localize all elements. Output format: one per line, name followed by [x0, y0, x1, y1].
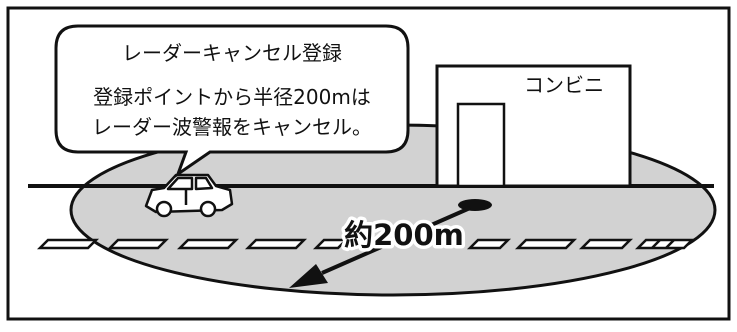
radius-label-outline: 約200m [344, 218, 464, 252]
lane-dash [634, 238, 696, 250]
callout-bubble [54, 24, 410, 178]
lane-dash [244, 238, 308, 250]
car-icon [144, 173, 234, 218]
lane-markings [36, 238, 696, 250]
lane-dash [36, 238, 100, 250]
lane-dash [514, 238, 578, 250]
callout-title: レーダーキャンセル登録 [122, 41, 342, 65]
callout-line-2: レーダー波警報をキャンセル。 [92, 115, 372, 139]
lane-dash [176, 238, 240, 250]
lane-dash [578, 238, 634, 250]
lane-dash [312, 238, 350, 250]
store-label: コンビニ [524, 73, 604, 97]
convenience-store-icon [435, 64, 632, 188]
callout-line-1: 登録ポイントから半径200mは [93, 85, 371, 109]
radius-label: 約200m [344, 218, 464, 252]
lane-dash [106, 238, 170, 250]
radius-arrow-icon [289, 206, 471, 288]
lane-dash [466, 238, 512, 250]
